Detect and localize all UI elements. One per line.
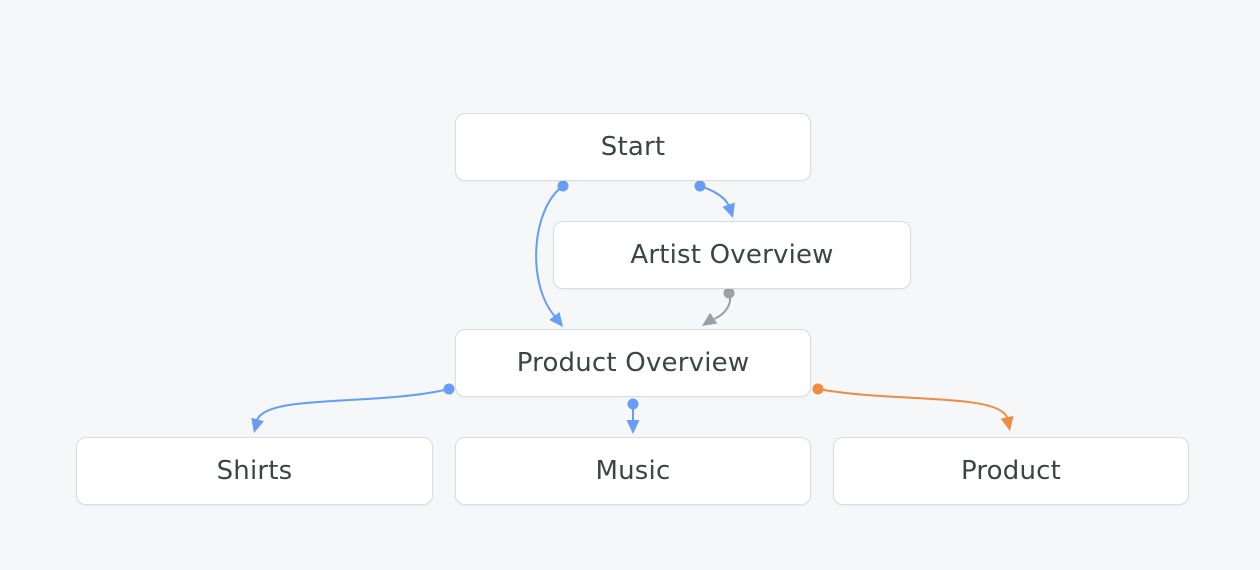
node-artist-overview-label: Artist Overview	[630, 240, 834, 270]
arrowhead-icon	[702, 312, 718, 326]
node-product-overview-label: Product Overview	[516, 348, 750, 378]
node-artist-overview[interactable]: Artist Overview	[553, 221, 911, 289]
arrowhead-icon	[251, 417, 264, 433]
node-start[interactable]: Start	[455, 113, 811, 181]
arrowhead-icon	[1000, 415, 1014, 431]
node-product[interactable]: Product	[833, 437, 1189, 505]
edge-source-handle	[557, 180, 569, 192]
node-shirts-label: Shirts	[216, 456, 293, 486]
edge-product-overview-to-product[interactable]	[812, 383, 1017, 433]
arrowhead-icon	[549, 311, 563, 327]
edge-source-handle	[627, 398, 639, 410]
node-music-label: Music	[595, 456, 671, 486]
node-product-overview[interactable]: Product Overview	[455, 329, 811, 397]
edge-path	[817, 388, 1008, 419]
edge-artist-overview-to-product-overview[interactable]	[698, 287, 735, 332]
edge-path	[256, 388, 450, 420]
edge-source-handle	[694, 180, 706, 192]
edge-source-handle	[812, 383, 824, 395]
edge-product-overview-to-music[interactable]	[626, 398, 640, 435]
node-shirts[interactable]: Shirts	[76, 437, 433, 505]
arrowhead-icon	[626, 420, 640, 434]
edge-product-overview-to-shirts[interactable]	[248, 383, 455, 435]
edge-path	[535, 185, 564, 317]
node-start-label: Start	[600, 132, 666, 162]
node-product-label: Product	[960, 456, 1062, 486]
edge-start-to-product-overview[interactable]	[535, 180, 569, 332]
edge-source-handle	[723, 287, 735, 299]
edge-start-to-artist-overview[interactable]	[694, 180, 740, 221]
arrowhead-icon	[722, 202, 735, 218]
node-music[interactable]: Music	[455, 437, 811, 505]
edge-source-handle	[443, 383, 455, 395]
